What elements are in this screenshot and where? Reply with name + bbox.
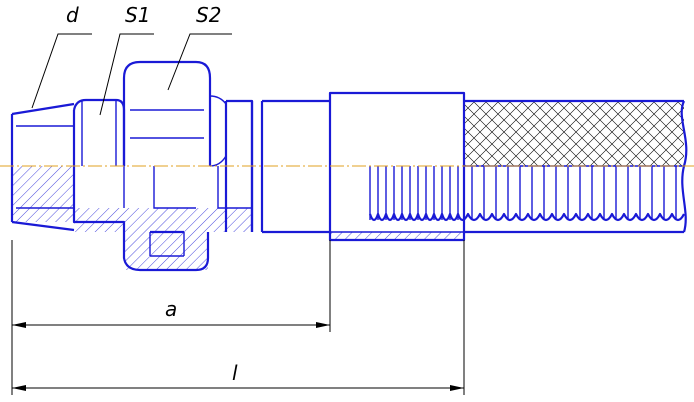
label-a: a xyxy=(165,297,177,321)
leader-lines xyxy=(31,33,232,116)
corrugated-inner-tube xyxy=(369,166,677,220)
label-d: d xyxy=(66,3,79,27)
section-hatching xyxy=(12,166,464,270)
thread-end-d xyxy=(10,102,75,232)
nipple-body xyxy=(217,99,330,234)
label-s1: S1 xyxy=(125,3,150,27)
union-nut-s2 xyxy=(122,60,227,272)
dimension-lines xyxy=(11,240,465,395)
label-s2: S2 xyxy=(196,3,221,27)
label-l: l xyxy=(232,361,238,385)
